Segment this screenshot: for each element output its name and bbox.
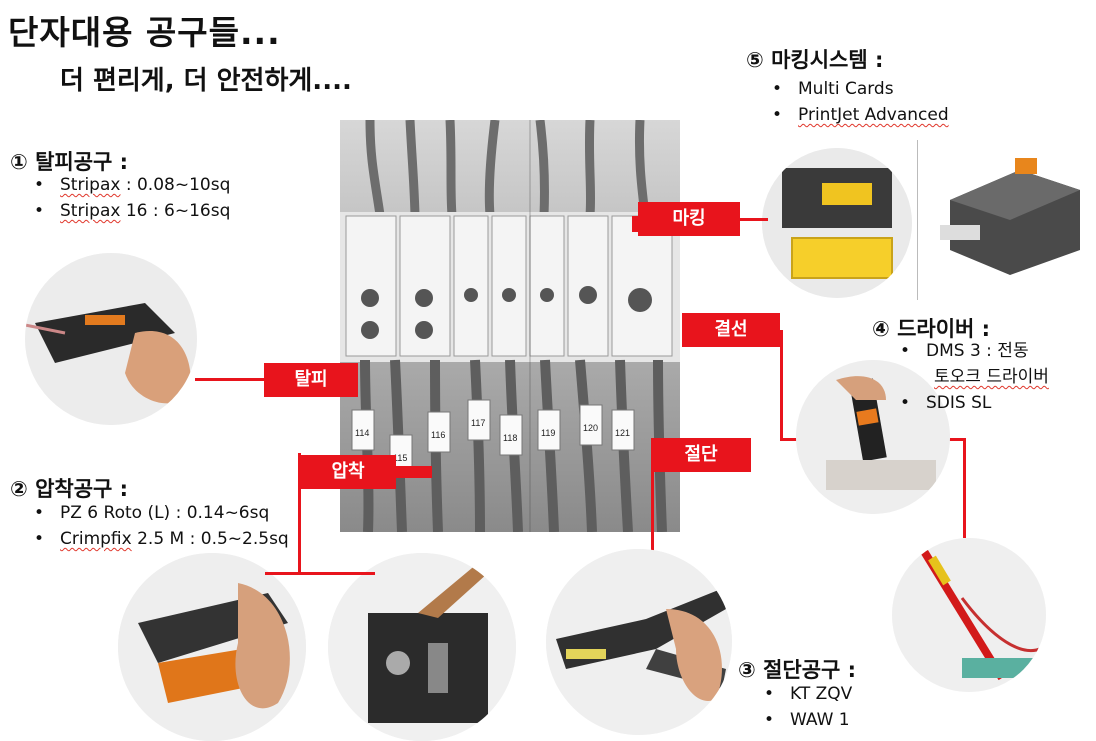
brand-name: Crimpfix bbox=[60, 529, 132, 549]
crimp-connector-horizontal bbox=[265, 572, 375, 575]
terminal-label: 121 bbox=[615, 428, 630, 438]
cut-tools-list: • KT ZQV • WAW 1 bbox=[760, 681, 852, 733]
terminal-label: 120 bbox=[583, 423, 598, 433]
cable-cutter-illustration bbox=[546, 549, 732, 735]
terminal-label: 118 bbox=[503, 433, 517, 443]
terminal-label: 117 bbox=[471, 418, 485, 428]
list-item: • KT ZQV bbox=[760, 681, 852, 707]
crimp-tag: 압착 bbox=[300, 455, 396, 489]
crimp-tools-list: • PZ 6 Roto (L) : 0.14~6sq • Crimpfix 2.5 … bbox=[30, 500, 289, 552]
spec-text: 토오크 드라이버 bbox=[934, 367, 1049, 387]
brand-name: Stripax bbox=[60, 175, 121, 195]
marking-heading-text: ⑤ 마킹시스템 : bbox=[746, 48, 884, 72]
terminal-label: 116 bbox=[431, 430, 445, 440]
multicard-photo bbox=[762, 148, 912, 298]
brand-name: Stripax bbox=[60, 201, 121, 221]
spec-text: SDIS SL bbox=[926, 393, 992, 413]
spec-text: : 0.08~10sq bbox=[120, 175, 231, 195]
list-item: • Multi Cards bbox=[768, 76, 949, 102]
crimp-tools-heading: ② 압착공구 : bbox=[10, 477, 129, 501]
spec-text: 2.5 M : 0.5~2.5sq bbox=[131, 529, 289, 549]
cut-connector-line bbox=[651, 470, 654, 573]
list-item: • WAW 1 bbox=[760, 707, 852, 733]
list-item: 토오크 드라이버 bbox=[896, 364, 1049, 390]
marking-system-heading: ⑤ 마킹시스템 : bbox=[746, 44, 883, 74]
list-item: • PrintJet Advanced bbox=[768, 102, 949, 128]
driver-tools-list: • DMS 3 : 전동 토오크 드라이버 • SDIS SL bbox=[896, 338, 1049, 416]
stripax-photo bbox=[25, 253, 197, 425]
dms3-driver-photo bbox=[796, 360, 950, 514]
terminal-block-illustration: 114 115 116 117 118 119 120 121 bbox=[340, 120, 680, 532]
bullet: • bbox=[764, 710, 775, 730]
bullet: • bbox=[764, 684, 775, 704]
crimping-pliers-illustration bbox=[118, 553, 306, 741]
marking-tag: 마킹 bbox=[638, 202, 740, 236]
multi-cards-illustration bbox=[762, 148, 912, 298]
printjet-printer-illustration bbox=[940, 158, 1080, 275]
crimp-machine-photo bbox=[328, 553, 516, 741]
bullet: • bbox=[34, 503, 45, 523]
bullet: • bbox=[772, 79, 783, 99]
electric-screwdriver-illustration bbox=[796, 360, 950, 514]
screwdriver-illustration bbox=[892, 538, 1046, 692]
bullet: • bbox=[34, 175, 45, 195]
list-item: • SDIS SL bbox=[896, 390, 1049, 416]
strip-tools-heading: ① 탈피공구 : bbox=[10, 150, 129, 174]
cutter-photo bbox=[546, 549, 732, 735]
list-item: • Stripax : 0.08~10sq bbox=[30, 172, 230, 198]
crimping-machine-illustration bbox=[328, 553, 516, 741]
cut-tag: 절단 bbox=[651, 438, 751, 472]
bullet: • bbox=[900, 341, 911, 361]
strip-tools-list: • Stripax : 0.08~10sq • Stripax 16 : 6~16s… bbox=[30, 172, 230, 224]
bullet: • bbox=[772, 105, 783, 125]
spec-text: Multi Cards bbox=[798, 79, 894, 99]
terminal-label: 119 bbox=[541, 428, 555, 438]
list-item: • PZ 6 Roto (L) : 0.14~6sq bbox=[30, 500, 289, 526]
marking-system-list: • Multi Cards • PrintJet Advanced bbox=[768, 76, 949, 128]
crimp-pointer bbox=[396, 466, 432, 478]
slide-title: 단자대용 공구들... bbox=[8, 13, 281, 52]
strip-tag: 탈피 bbox=[264, 363, 358, 397]
stripping-tool-illustration bbox=[25, 253, 197, 425]
bullet: • bbox=[900, 393, 911, 413]
spec-text: KT ZQV bbox=[790, 684, 853, 704]
crimp-connector-vertical bbox=[298, 453, 301, 573]
spec-text: 16 : 6~16sq bbox=[120, 201, 231, 221]
wiring-connector-vertical bbox=[780, 330, 783, 440]
driver-tools-heading: ④ 드라이버 : bbox=[872, 317, 991, 341]
list-item: • DMS 3 : 전동 bbox=[896, 338, 1049, 364]
sdis-driver-photo bbox=[892, 538, 1046, 692]
bullet: • bbox=[34, 201, 45, 221]
bullet: • bbox=[34, 529, 45, 549]
cut-tools-heading: ③ 절단공구 : bbox=[738, 658, 857, 682]
spec-text: PZ 6 Roto (L) : 0.14~6sq bbox=[60, 503, 270, 523]
slide-subtitle: 더 편리게, 더 안전하게.... bbox=[60, 66, 352, 96]
strip-connector-line bbox=[195, 378, 265, 381]
printjet-photo bbox=[930, 140, 1090, 280]
terminal-label: 114 bbox=[355, 428, 369, 438]
list-item: • Stripax 16 : 6~16sq bbox=[30, 198, 230, 224]
spec-text: DMS 3 : 전동 bbox=[926, 341, 1029, 361]
terminal-block-photo: 114 115 116 117 118 119 120 121 bbox=[340, 120, 680, 532]
divider bbox=[917, 140, 918, 300]
terminal-label: 115 bbox=[393, 453, 407, 463]
spec-text: PrintJet Advanced bbox=[798, 105, 949, 125]
wiring-tag: 결선 bbox=[682, 313, 780, 347]
crimp-tool-photo bbox=[118, 553, 306, 741]
wiring-connector-down bbox=[963, 438, 966, 538]
list-item: • Crimpfix 2.5 M : 0.5~2.5sq bbox=[30, 526, 289, 552]
marking-connector-line bbox=[740, 218, 768, 221]
spec-text: WAW 1 bbox=[790, 710, 850, 730]
